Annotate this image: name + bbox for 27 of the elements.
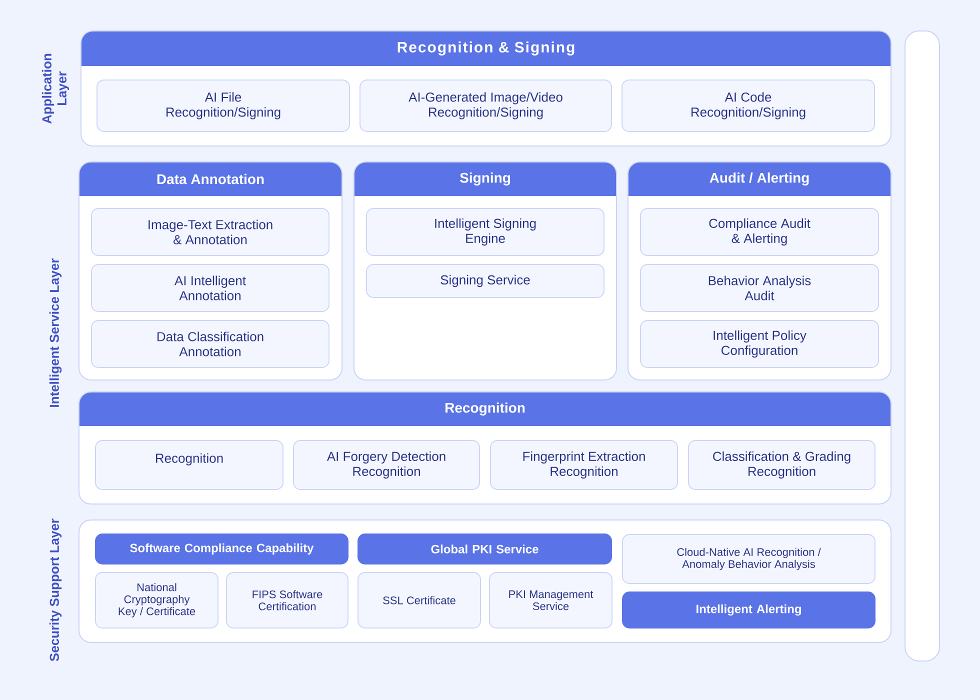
- service-box: AI Intelligent Annotation: [91, 264, 330, 312]
- side-panel: [904, 30, 940, 662]
- service-box: Classification & Grading Recognition: [688, 440, 876, 490]
- service-box: Fingerprint Extraction Recognition: [490, 440, 678, 490]
- layer-label: Security Support Layer: [49, 518, 62, 662]
- service-box: Intelligent Signing Engine: [366, 208, 604, 256]
- service-box: Behavior Analysis Audit: [640, 264, 880, 312]
- service-box: Recognition: [95, 440, 284, 490]
- header-bar: Software Compliance Capability: [95, 534, 348, 564]
- service-box: AI Forgery Detection Recognition: [293, 440, 480, 490]
- header-bar: Global PKI Service: [358, 534, 612, 564]
- service-box: Compliance Audit & Alerting: [640, 208, 880, 256]
- service-box: Intelligent Policy Configuration: [640, 320, 880, 368]
- header-bar: Intelligent Alerting: [622, 592, 876, 628]
- service-box: SSL Certificate: [358, 572, 481, 628]
- service-box: Signing Service: [366, 264, 604, 298]
- service-box: Cloud-Native AI Recognition / Anomaly Behavior Analysis: [622, 534, 876, 584]
- layer-label: Intelligent Service Layer: [49, 258, 62, 407]
- service-box: AI Code Recognition/Signing: [622, 80, 876, 132]
- service-box: FIPS Software Certification: [226, 572, 348, 628]
- service-box: AI File Recognition/Signing: [96, 80, 350, 132]
- service-box: National Cryptography Key / Certificate: [95, 572, 218, 628]
- service-box: AI-Generated Image/Video Recognition/Signing: [360, 80, 612, 132]
- service-box: Image-Text Extraction & Annotation: [91, 208, 330, 256]
- service-box: PKI Management Service: [489, 572, 613, 628]
- service-box: Data Classification Annotation: [91, 320, 330, 368]
- layer-label: Application Layer: [42, 54, 70, 124]
